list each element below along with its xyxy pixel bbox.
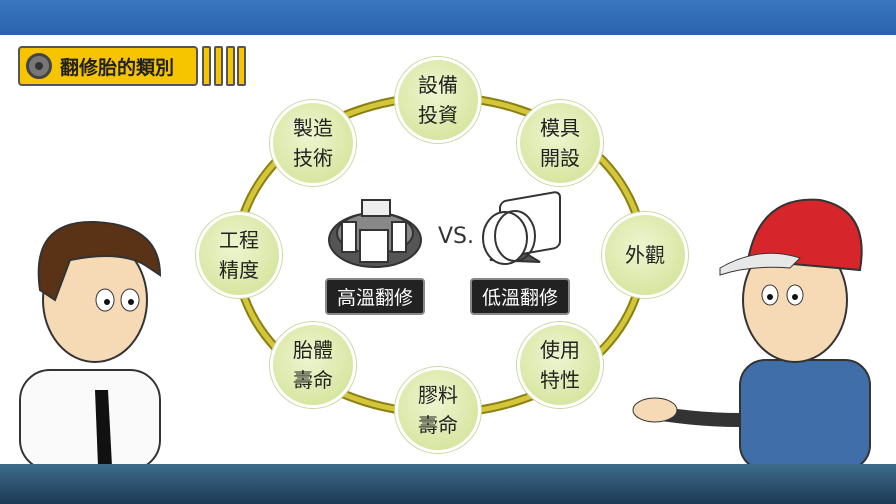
node-text: 投資 bbox=[418, 103, 458, 127]
title-text: 翻修胎的類別 bbox=[60, 56, 175, 79]
node-text: 設備 bbox=[418, 73, 458, 97]
title-stripe bbox=[226, 46, 235, 86]
node-text: 使用 bbox=[540, 338, 580, 362]
node-equipment-investment: 設備投資 bbox=[395, 57, 481, 143]
vs-text: VS. bbox=[438, 224, 475, 249]
title-stripe bbox=[202, 46, 211, 86]
tire-icon bbox=[26, 53, 52, 79]
mold-icon bbox=[328, 199, 422, 268]
node-appearance: 外觀 bbox=[602, 212, 688, 298]
node-text: 壽命 bbox=[293, 368, 333, 392]
worker-character bbox=[632, 198, 871, 471]
node-casing-life: 胎體壽命 bbox=[270, 322, 356, 408]
node-rubber-life: 膠料壽命 bbox=[395, 367, 481, 453]
node-text: 壽命 bbox=[418, 413, 458, 437]
node-text: 開設 bbox=[540, 146, 580, 170]
node-text: 技術 bbox=[293, 146, 333, 170]
node-text: 工程 bbox=[219, 228, 259, 252]
node-mold-development: 模具開設 bbox=[517, 100, 603, 186]
cold-retread-label: 低溫翻修 bbox=[470, 278, 571, 315]
node-text: 製造 bbox=[293, 116, 333, 140]
node-text: 精度 bbox=[219, 258, 259, 282]
node-engineering-precision: 工程精度 bbox=[196, 212, 282, 298]
node-manufacturing-tech: 製造技術 bbox=[270, 100, 356, 186]
node-text: 胎體 bbox=[293, 338, 333, 362]
mountain-banner bbox=[0, 464, 896, 504]
node-text: 特性 bbox=[540, 368, 580, 392]
node-text: 膠料 bbox=[418, 383, 458, 407]
node-text: 外觀 bbox=[625, 243, 665, 267]
section-title: 翻修胎的類別 bbox=[18, 46, 198, 86]
title-stripe bbox=[214, 46, 223, 86]
title-stripe bbox=[237, 46, 246, 86]
man-character bbox=[19, 220, 162, 471]
node-text: 模具 bbox=[540, 116, 580, 140]
node-usage-properties: 使用特性 bbox=[517, 322, 603, 408]
hot-retread-label: 高溫翻修 bbox=[325, 278, 426, 315]
autoclave-icon bbox=[482, 191, 561, 265]
top-bar bbox=[0, 0, 896, 35]
